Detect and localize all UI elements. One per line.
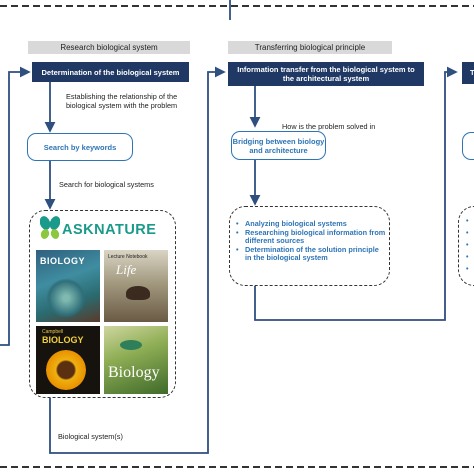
bullet-item: •Determination of the solution principle… — [236, 244, 379, 263]
search-label: Search for biological systems — [59, 180, 154, 189]
book3-author: Campbell — [42, 329, 64, 335]
bullet-item: •Analyzing biological systems — [236, 219, 347, 228]
bullet-container — [229, 206, 390, 286]
asknature-logo-text: ASKNATURE — [62, 222, 157, 238]
bullet-item: •Researching biological information from… — [236, 227, 386, 246]
output-label: Biological system(s) — [58, 432, 123, 441]
left-feedback-arrow — [0, 66, 31, 346]
asknature-logo: ASKNATURE — [62, 222, 156, 238]
hummingbird-illustration — [120, 340, 142, 350]
next-step-box-partial: T — [462, 62, 474, 84]
bat-illustration — [126, 286, 150, 300]
book1-title: BIOLOGY — [40, 256, 86, 266]
step-determination-box: Determination of the biological system — [32, 62, 189, 82]
bridging-box: Bridging between biology and architectur… — [231, 131, 326, 160]
book-cover-life: Lecture Notebook Life — [104, 250, 168, 322]
header-transfer: Transferring biological principle — [228, 41, 392, 54]
book3-title: BIOLOGY — [42, 335, 84, 345]
book2-subtitle: Lecture Notebook — [108, 254, 148, 260]
next-bullets-partial: ••••• — [466, 218, 469, 273]
book4-title: Biology — [108, 364, 160, 381]
arrow-to-transfer — [49, 66, 226, 454]
header-research: Research biological system — [28, 41, 190, 54]
asknature-container — [29, 210, 176, 398]
book-cover-campbell-biology: Campbell BIOLOGY — [36, 326, 100, 394]
asknature-butterfly-icon — [39, 215, 61, 243]
analysis-bullet-list: •Analyzing biological systems •Researchi… — [236, 219, 386, 263]
step-information-transfer-box: Information transfer from the biological… — [228, 62, 424, 86]
book-cover-biology-hummingbird: Biology — [104, 326, 168, 394]
next-rounded-box-partial — [462, 132, 474, 160]
arrow-to-next — [254, 66, 458, 321]
relation-label: Establishing the relationship of the bio… — [66, 92, 178, 110]
book-cover-biology-1: BIOLOGY — [36, 250, 100, 322]
sunflower-illustration — [46, 350, 86, 390]
search-keywords-box: Search by keywords — [27, 133, 133, 161]
book2-title: Life — [116, 262, 137, 277]
